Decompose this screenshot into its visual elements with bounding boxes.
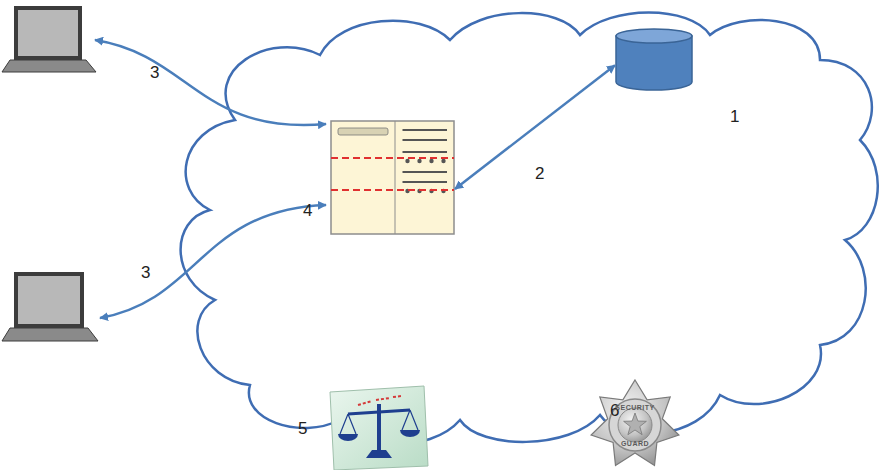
laptop-base: [2, 60, 96, 72]
badge-text: GUARD: [605, 440, 665, 447]
scale-pan: [400, 430, 420, 437]
database-top: [616, 29, 692, 43]
database-shape: [615, 28, 693, 90]
callout-number: 5: [298, 420, 307, 437]
panel-led: [441, 159, 445, 163]
callout-number: 3: [141, 264, 150, 281]
panel-line: [403, 151, 448, 153]
partition-line: [331, 157, 454, 159]
cloud-outline: [181, 13, 878, 445]
server-shape: [330, 120, 455, 235]
panel-line: [403, 129, 448, 131]
badge-star: [591, 380, 679, 466]
callout-number: 1: [730, 108, 739, 125]
server-divider: [395, 121, 396, 234]
red-marks: [358, 396, 402, 405]
network-link: [455, 65, 615, 189]
database-body: [616, 36, 692, 90]
laptop-screen: [18, 10, 78, 56]
law-scales-icon: [330, 386, 428, 470]
database-node: 1: [615, 28, 693, 90]
drive-slot: [338, 128, 388, 135]
panel-led: [405, 159, 409, 163]
callout-number: 3: [150, 64, 159, 81]
panel-line: [403, 139, 448, 141]
scale-pan: [338, 434, 358, 441]
laptop-base: [2, 328, 98, 341]
server-node: 4: [330, 120, 455, 235]
network-link: [100, 205, 326, 318]
laptop: [2, 6, 96, 72]
laptop: [2, 272, 98, 341]
badge-center: [618, 408, 652, 442]
panel-led: [417, 159, 421, 163]
laptop-bezel: [14, 6, 82, 60]
panel-line: [403, 181, 448, 183]
laptop-screen: [18, 276, 80, 324]
badge-text: SECURITY: [605, 404, 665, 411]
badge-inner-star: [624, 413, 647, 435]
scale-base: [366, 450, 392, 458]
icon-paper: [330, 386, 428, 470]
partition-line: [331, 189, 454, 191]
panel-line: [403, 171, 448, 173]
callout-number: 2: [535, 165, 544, 182]
security-badge: [591, 380, 679, 466]
server-case: [331, 121, 454, 234]
scale-beam: [348, 410, 410, 414]
callout-number: 4: [303, 202, 312, 219]
network-link: [95, 40, 326, 125]
panel-led: [429, 159, 433, 163]
laptop-bezel: [14, 272, 84, 328]
